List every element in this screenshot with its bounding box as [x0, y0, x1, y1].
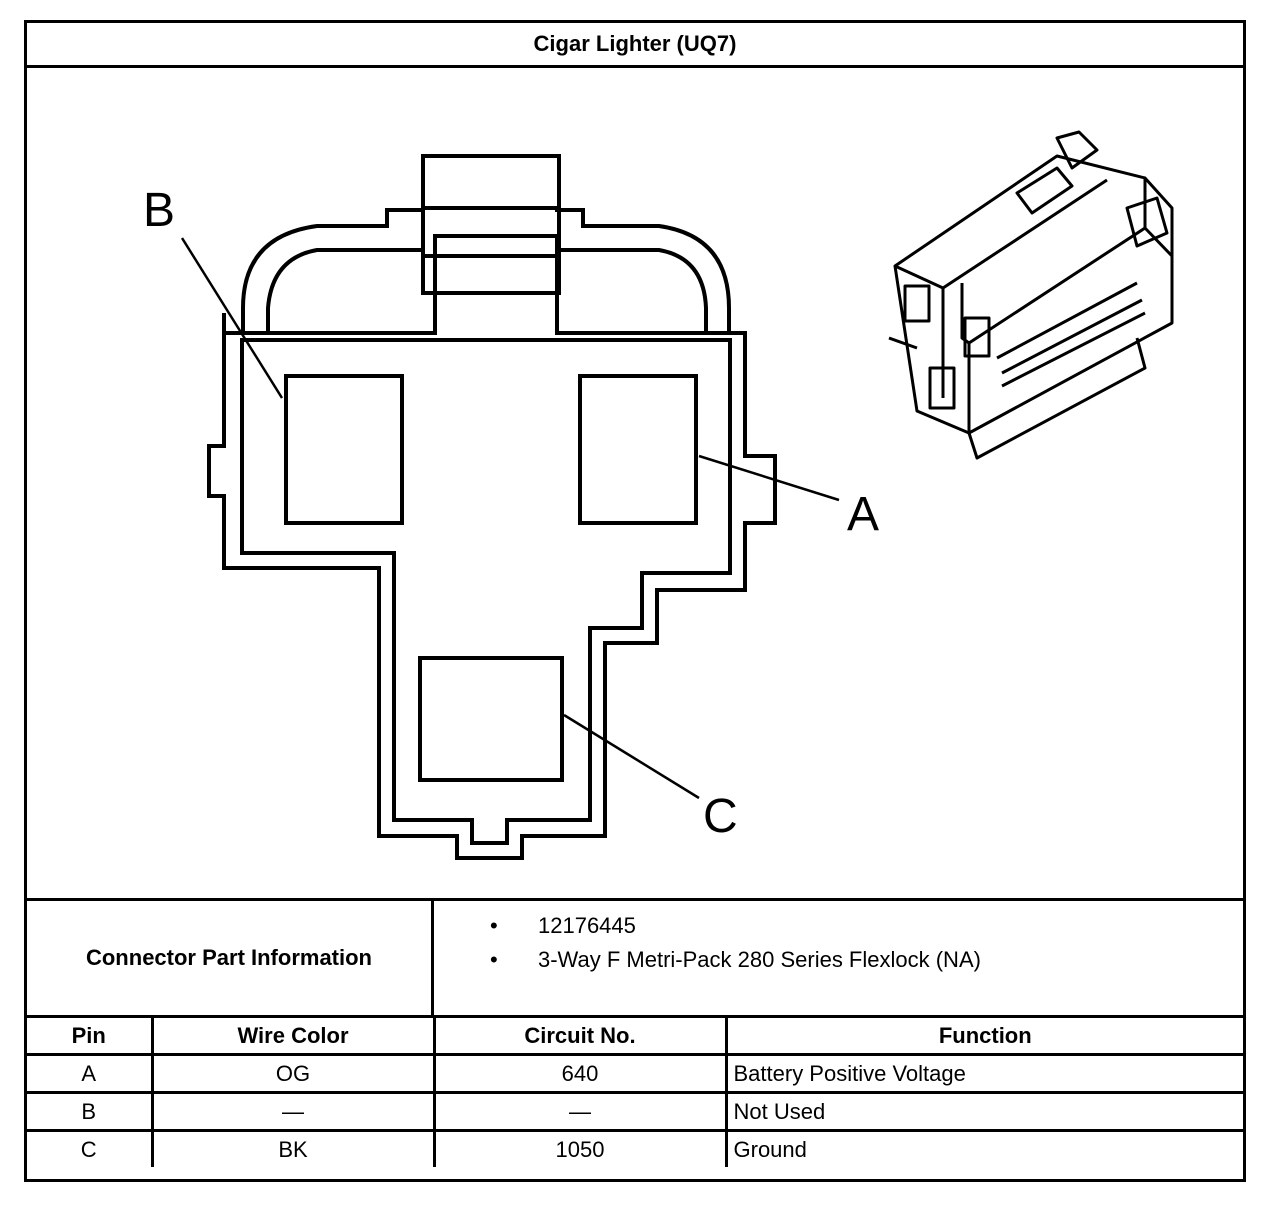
pin-table-header: Pin Wire Color Circuit No. Function	[27, 1018, 1243, 1056]
function-cell: Ground	[724, 1129, 1243, 1167]
cavity-c	[418, 656, 564, 782]
sheet-title: Cigar Lighter (UQ7)	[27, 23, 1243, 68]
cavity-b	[284, 374, 404, 525]
connector-diagram: B A C	[27, 68, 1243, 898]
callout-b: B	[143, 184, 175, 237]
part-description-item: • 3-Way F Metri-Pack 280 Series Flexlock …	[434, 943, 1243, 977]
part-number-item: • 12176445	[434, 909, 1243, 943]
header-function: Function	[724, 1018, 1243, 1056]
header-pin: Pin	[27, 1018, 154, 1056]
circuit-cell: 640	[432, 1053, 728, 1094]
part-number: 12176445	[538, 913, 636, 938]
table-row: A OG 640 Battery Positive Voltage	[27, 1053, 1243, 1094]
header-wire-color: Wire Color	[150, 1018, 436, 1056]
leader-a	[698, 454, 840, 502]
latch-arch-outer	[241, 208, 421, 333]
table-row: B — — Not Used	[27, 1091, 1243, 1132]
housing-inner-wall	[240, 338, 732, 845]
table-row: C BK 1050 Ground	[27, 1129, 1243, 1167]
pin-cell: C	[27, 1129, 154, 1167]
latch-arch-inner-right	[557, 248, 708, 333]
connector-isometric-image	[888, 130, 1174, 460]
connector-part-info-list: • 12176445 • 3-Way F Metri-Pack 280 Series…	[434, 909, 1243, 977]
leader-c	[563, 713, 700, 800]
callout-a: A	[847, 488, 879, 541]
header-circuit: Circuit No.	[432, 1018, 728, 1056]
function-cell: Not Used	[724, 1091, 1243, 1132]
latch-arch-inner	[266, 248, 422, 333]
circuit-cell: —	[432, 1091, 728, 1132]
pin-cell: A	[27, 1053, 154, 1094]
pin-table: Pin Wire Color Circuit No. Function A OG…	[27, 1018, 1243, 1167]
connector-part-info: Connector Part Information • 12176445 • 3-…	[27, 898, 1243, 1018]
connector-part-info-label: Connector Part Information	[27, 901, 434, 1015]
leader-b	[180, 237, 284, 399]
connector-face-drawing: B A C	[143, 130, 1174, 860]
housing-outline	[207, 234, 777, 860]
part-description: 3-Way F Metri-Pack 280 Series Flexlock (…	[538, 947, 981, 972]
latch-arch-outer-right	[555, 208, 731, 333]
circuit-cell: 1050	[432, 1129, 728, 1167]
connector-sheet: Cigar Lighter (UQ7)	[24, 20, 1246, 1182]
cavity-a	[578, 374, 698, 525]
function-cell: Battery Positive Voltage	[724, 1053, 1243, 1094]
wire-color-cell: OG	[150, 1053, 436, 1094]
latch-block	[421, 154, 561, 295]
callout-c: C	[703, 790, 738, 843]
pin-cell: B	[27, 1091, 154, 1132]
wire-color-cell: BK	[150, 1129, 436, 1167]
wire-color-cell: —	[150, 1091, 436, 1132]
bullet-icon: •	[490, 913, 498, 938]
bullet-icon: •	[490, 947, 498, 972]
